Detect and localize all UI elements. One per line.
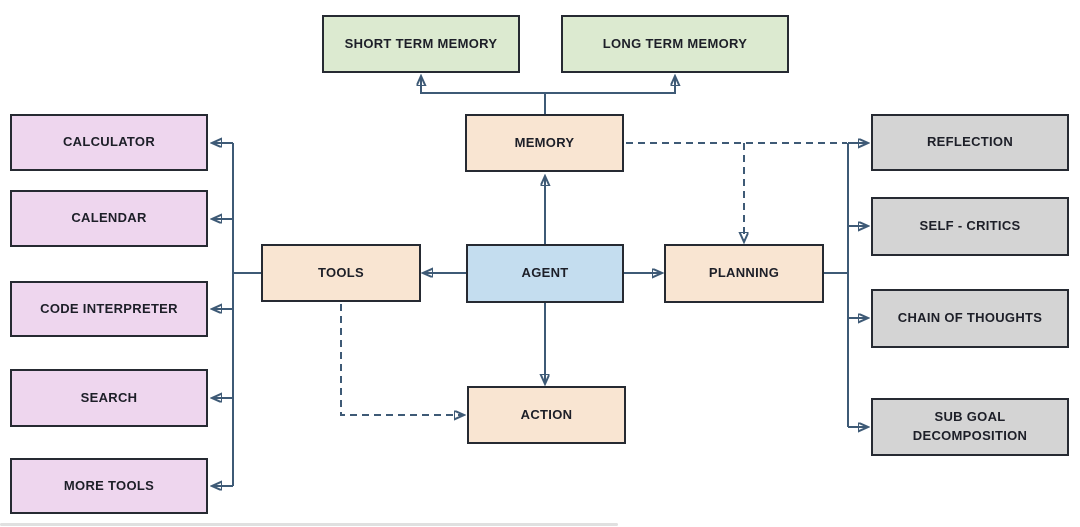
node-agent: AGENT — [466, 244, 624, 303]
node-label: LONG TERM MEMORY — [602, 35, 748, 51]
node-reflection: REFLECTION — [871, 114, 1069, 171]
node-sub-goal-decomposition: SUB GOAL DECOMPOSITION — [871, 398, 1069, 456]
node-label: REFLECTION — [926, 134, 1014, 150]
node-label: SUB GOAL DECOMPOSITION — [912, 409, 1028, 443]
node-label: MORE TOOLS — [63, 477, 155, 493]
node-code-interpreter: CODE INTERPRETER — [10, 281, 208, 337]
node-label: CHAIN OF THOUGHTS — [897, 310, 1043, 326]
node-planning: PLANNING — [664, 244, 824, 303]
node-tools: TOOLS — [261, 244, 421, 302]
node-label: SELF - CRITICS — [919, 218, 1021, 234]
node-action: ACTION — [467, 386, 626, 444]
node-label: AGENT — [521, 265, 569, 281]
node-label: MEMORY — [514, 134, 575, 150]
node-label: SEARCH — [80, 389, 138, 405]
node-calendar: CALENDAR — [10, 190, 208, 247]
node-long-term-memory: LONG TERM MEMORY — [561, 15, 789, 73]
node-label: CALENDAR — [71, 210, 147, 226]
node-self-critics: SELF - CRITICS — [871, 197, 1069, 256]
node-label: CALCULATOR — [62, 134, 156, 150]
page-bottom-edge-artifact — [0, 523, 618, 526]
edge-tools-action-dashed — [340, 304, 464, 415]
node-short-term-memory: SHORT TERM MEMORY — [322, 15, 520, 73]
node-search: SEARCH — [10, 369, 208, 427]
node-more-tools: MORE TOOLS — [10, 458, 208, 514]
edge-memory-fork — [421, 92, 675, 114]
node-label: TOOLS — [317, 264, 365, 280]
node-calculator: CALCULATOR — [10, 114, 208, 171]
node-label: ACTION — [520, 406, 573, 422]
node-label: SHORT TERM MEMORY — [344, 35, 498, 51]
node-label: CODE INTERPRETER — [40, 300, 178, 316]
node-chain-of-thoughts: CHAIN OF THOUGHTS — [871, 289, 1069, 348]
node-memory: MEMORY — [465, 114, 624, 172]
node-label: PLANNING — [708, 265, 780, 281]
